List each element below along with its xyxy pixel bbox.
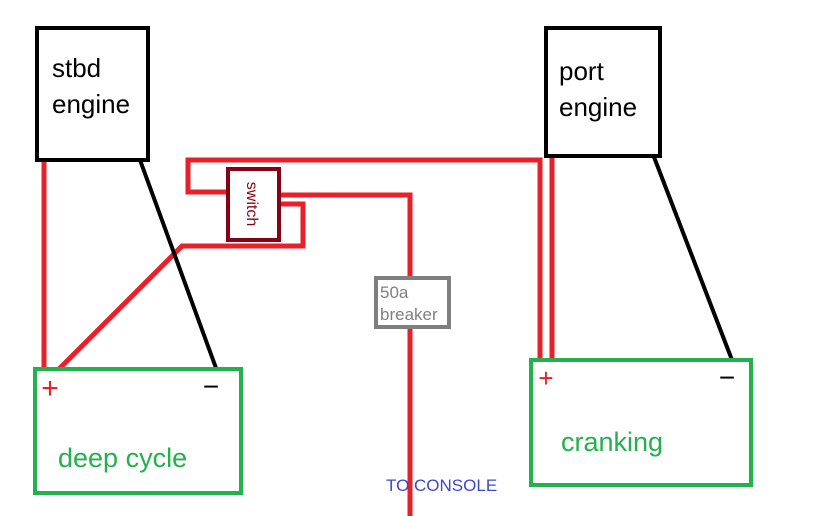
cranking-negative-terminal: −: [719, 362, 735, 393]
switch-to-breaker-wire: [279, 192, 413, 281]
switch-loop-wire: [185, 157, 543, 363]
positive-wires: [41, 152, 555, 516]
deep-cycle-label: deep cycle: [58, 443, 187, 473]
breaker-label-line2: breaker: [380, 305, 438, 324]
port-engine-label-line1: port: [559, 56, 605, 86]
breaker-box: 50a breaker: [374, 276, 451, 329]
deep-cycle-negative-terminal: −: [203, 371, 219, 402]
switch-label: switch: [243, 182, 260, 226]
deep-cycle-battery: + − deep cycle: [33, 367, 243, 495]
negative-wires: [138, 156, 734, 369]
breaker-label-line1: 50a: [380, 283, 409, 302]
stbd-engine-label-line1: stbd: [52, 53, 101, 83]
to-console-label: TO CONSOLE: [386, 476, 497, 495]
deep-cycle-to-switch-wire: [56, 201, 306, 372]
port-engine-negative-wire: [652, 156, 734, 361]
stbd-engine-negative-wire: [138, 159, 218, 369]
stbd-engine-box: stbd engine: [35, 26, 150, 162]
switch-box: switch: [226, 167, 281, 242]
stbd-engine-label-line2: engine: [52, 89, 130, 119]
port-engine-box: port engine: [544, 26, 662, 158]
deep-cycle-positive-terminal: +: [41, 372, 59, 405]
port-engine-label-line2: engine: [559, 92, 637, 122]
cranking-label: cranking: [561, 427, 663, 457]
cranking-positive-terminal: +: [538, 363, 553, 393]
cranking-battery: + − cranking: [529, 358, 753, 487]
